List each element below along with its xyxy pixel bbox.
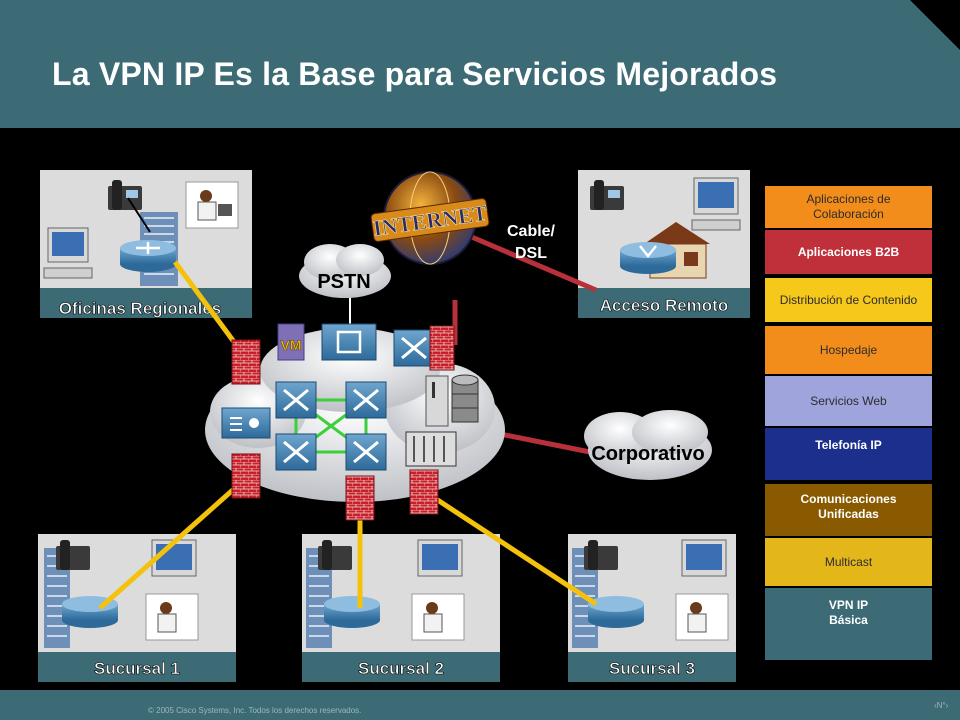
ip-phone-icon	[318, 540, 352, 570]
ip-phone-icon	[56, 540, 90, 570]
link-branch-1	[98, 478, 246, 610]
switch-icon	[345, 381, 387, 419]
site-branch-2: Sucursal 2	[302, 534, 500, 682]
firewall-icons	[231, 325, 455, 521]
link-regional	[172, 260, 243, 352]
link-branch-3	[428, 492, 598, 607]
router-icon	[62, 596, 118, 628]
firewall-icon	[231, 339, 261, 385]
user-icon	[185, 181, 239, 229]
slide-number: ‹N°›	[934, 701, 949, 710]
computer-icon	[417, 539, 463, 577]
computer-icon	[43, 227, 93, 279]
ip-phone-icon	[590, 180, 624, 210]
cable-dsl-label-line-2: DSL	[515, 245, 547, 262]
data-center-icon	[405, 431, 457, 467]
copyright-text: © 2005 Cisco Systems, Inc. Todos los der…	[148, 706, 362, 715]
router-icon	[620, 242, 676, 274]
site-label-regional: Oficinas Regionales	[59, 299, 222, 318]
corporate-cloud	[584, 410, 712, 480]
site-remote-access: Acceso Remoto	[578, 170, 750, 318]
user-icon	[411, 593, 465, 641]
ip-phone-icon	[108, 180, 142, 210]
site-label-branch-1: Sucursal 1	[94, 659, 180, 678]
router-icon	[120, 240, 176, 272]
content-engine-icon	[221, 407, 271, 439]
voice-gateway-icon	[321, 323, 377, 361]
slide-title: La VPN IP Es la Base para Servicios Mejo…	[52, 56, 778, 92]
corporate-label: Corporativo	[591, 443, 704, 465]
title-bar-corner	[910, 0, 960, 50]
network-diagram: Oficinas Regionales Acceso Remoto	[38, 170, 750, 682]
switch-icon	[275, 381, 317, 419]
switch-icon	[275, 433, 317, 471]
firewall-icon	[429, 325, 455, 371]
pstn-cloud	[299, 244, 391, 298]
site-branch-1: Sucursal 1	[38, 534, 236, 682]
firewall-icon	[231, 453, 261, 499]
router-icon	[324, 596, 380, 628]
switch-icon	[345, 433, 387, 471]
computer-icon	[681, 539, 727, 577]
service-layer-ip-telephony: Telefonía IP	[765, 428, 932, 480]
link-cable-dsl	[459, 229, 597, 293]
service-layer-unified-communications: Comunicaciones Unificadas	[765, 484, 932, 536]
user-icon	[145, 593, 199, 641]
site-label-remote: Acceso Remoto	[600, 296, 728, 315]
server-icon	[425, 375, 449, 427]
voicemail-server-icon	[277, 323, 305, 361]
site-branch-3: Sucursal 3	[568, 534, 736, 682]
service-layer-b2b: Aplicaciones B2B	[765, 230, 932, 274]
service-layer-collaboration: Aplicaciones de Colaboración	[765, 186, 932, 228]
service-layer-content-distribution: Distribución de Contenido	[765, 278, 932, 322]
router-icon	[588, 596, 644, 628]
site-label-branch-3: Sucursal 3	[609, 659, 695, 678]
site-label-branch-2: Sucursal 2	[358, 659, 444, 678]
service-layer-multicast: Multicast	[765, 538, 932, 586]
internet-globe-icon	[370, 171, 490, 265]
user-icon	[675, 593, 729, 641]
service-layer-hosting: Hospedaje	[765, 326, 932, 374]
service-layer-web-services: Servicios Web	[765, 376, 932, 426]
cable-dsl-label-line-1: Cable/	[507, 223, 556, 240]
database-icon	[451, 374, 479, 423]
title-bar	[0, 0, 960, 128]
pstn-label: PSTN	[317, 271, 370, 293]
site-regional-offices: Oficinas Regionales	[40, 170, 252, 318]
firewall-icon	[345, 475, 375, 521]
vm-label: VM	[281, 337, 302, 353]
ip-phone-icon	[584, 540, 618, 570]
firewall-icon	[409, 469, 439, 515]
footer-bar	[0, 690, 960, 720]
computer-icon	[691, 177, 741, 231]
service-layer-basic-ip-vpn: VPN IP Básica	[765, 588, 932, 660]
switch-icon	[393, 329, 435, 367]
